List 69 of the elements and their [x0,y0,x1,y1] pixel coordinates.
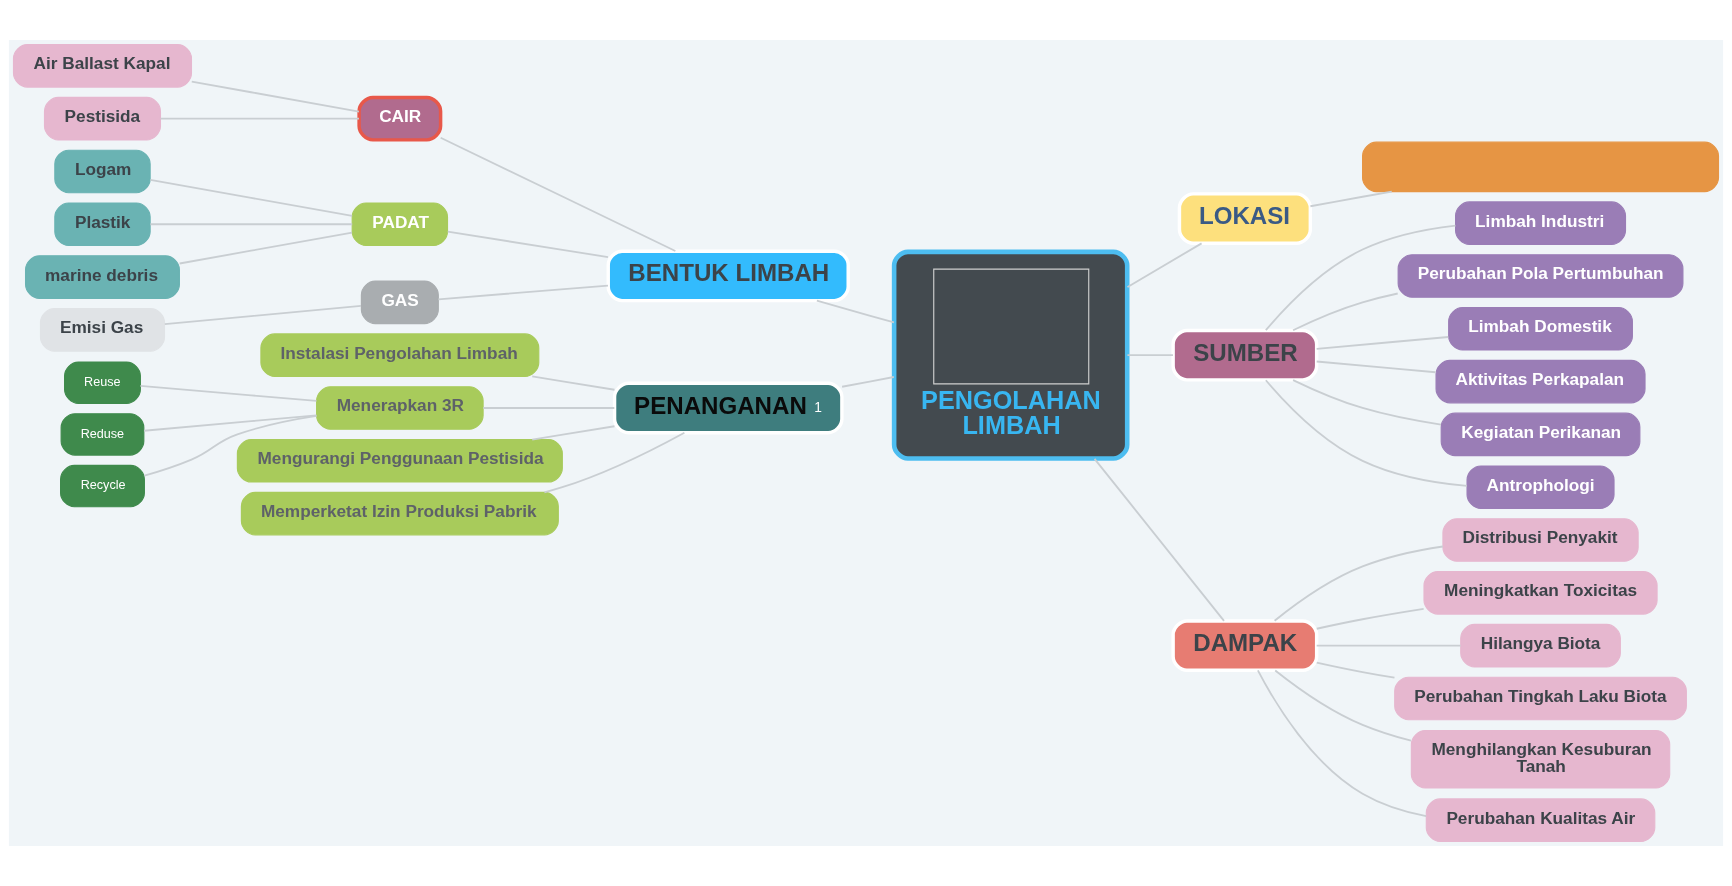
connector [149,223,354,226]
connector [1256,669,1428,818]
connector [1315,661,1396,679]
node-box: Aktivitas Perkapalan [1435,359,1646,404]
node-box: Reuse [64,361,141,404]
node-box: DAMPAK [1171,619,1319,673]
node-box: Plastik [54,202,151,247]
node-box: Reduse [60,413,145,456]
node-box: Antrophologi [1466,465,1615,509]
connector [1126,354,1174,357]
node-box: Logam [54,149,151,194]
node-box: Distribusi Penyakit [1442,518,1639,562]
connector [163,304,362,326]
connector [149,178,354,217]
node-box: Instalasi Pengolahan Limbah [260,333,540,377]
node-box: Recycle [60,464,145,508]
node-box: Hilangya Biota [1460,623,1621,668]
connector [1315,336,1450,350]
connector [139,384,318,402]
connector [143,414,318,432]
connector [1264,224,1457,332]
node-box: LOKASI [1177,192,1313,245]
connector [543,431,686,494]
connector [1309,190,1393,208]
connector [815,299,895,324]
node-box: Emisi Gas [39,308,166,352]
node-box: Pestisida [43,96,162,141]
connector [178,231,353,265]
connector [531,425,616,441]
connector [531,375,616,391]
node-box: Perubahan Tingkah Laku Biota [1394,676,1687,721]
connector [439,136,677,252]
connector [841,376,895,388]
connector [1273,545,1444,622]
node-box: Air Ballast Kapal [12,44,193,88]
node-box: Memperketat Izin Produksi Pabrik [240,491,559,536]
node-box: Limbah Industri [1455,201,1627,245]
node-box: CAIR [357,95,443,142]
node-box [1362,141,1720,193]
connector [1315,644,1462,647]
node-box: GAS [360,280,439,325]
node-box: Menerapkan 3R [316,386,484,430]
connector [437,284,609,301]
connector [1093,457,1225,622]
connector [1292,379,1442,426]
node-box: Kegiatan Perikanan [1440,412,1641,457]
node-box: Limbah Domestik [1448,306,1633,351]
node-box: Menghilangkan Kesuburan Tanah [1410,730,1671,789]
node-box: Meningkatkan Toxicitas [1423,571,1658,615]
connector [1264,379,1468,487]
connector [159,117,360,120]
node-box: PENANGANAN 1 [612,381,844,435]
connector [446,230,609,258]
node-box: Mengurangi Penggunaan Pestisida [236,439,563,483]
connector [190,80,360,113]
node-box: PADAT [351,202,449,247]
node-box: PENGOLAHAN LIMBAH [891,249,1130,461]
node-box: Perubahan Kualitas Air [1425,798,1656,842]
node-box: BENTUK LIMBAH [606,249,850,303]
connector [1126,242,1203,288]
connector [1315,607,1425,630]
connector [1292,292,1399,332]
node-box: marine debris [25,255,180,299]
node-box: Perubahan Pola Pertumbuhan [1397,254,1684,298]
connector [1315,360,1437,374]
connector [1274,669,1412,742]
node-box: SUMBER [1171,328,1319,382]
connector [143,415,318,477]
connector [482,407,616,409]
